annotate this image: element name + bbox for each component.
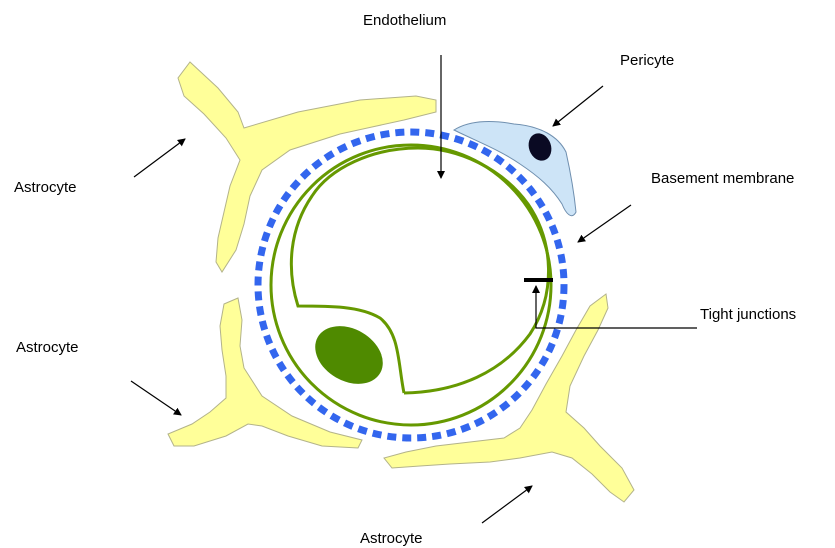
label-endothelium: Endothelium: [363, 12, 446, 29]
pericyte-arrow: [553, 86, 603, 126]
basement-membrane-arrow: [578, 205, 631, 242]
label-astrocyte-upper-left: Astrocyte: [14, 179, 77, 196]
astrocyte-bottom: [384, 294, 634, 502]
endothelium-outer-membrane: [271, 145, 551, 425]
astrocyte-lower-left-arrow: [131, 381, 181, 415]
astrocyte-upper-left: [178, 62, 436, 272]
endothelial-nucleus: [305, 314, 393, 395]
label-astrocyte-lower-left: Astrocyte: [16, 339, 79, 356]
label-astrocyte-bottom: Astrocyte: [360, 530, 423, 547]
astrocyte-upper-left-arrow: [134, 139, 185, 177]
astrocyte-bottom-arrow: [482, 486, 532, 523]
label-basement-membrane: Basement membrane: [651, 170, 794, 187]
label-pericyte: Pericyte: [620, 52, 674, 69]
label-tight-junctions: Tight junctions: [700, 306, 796, 323]
